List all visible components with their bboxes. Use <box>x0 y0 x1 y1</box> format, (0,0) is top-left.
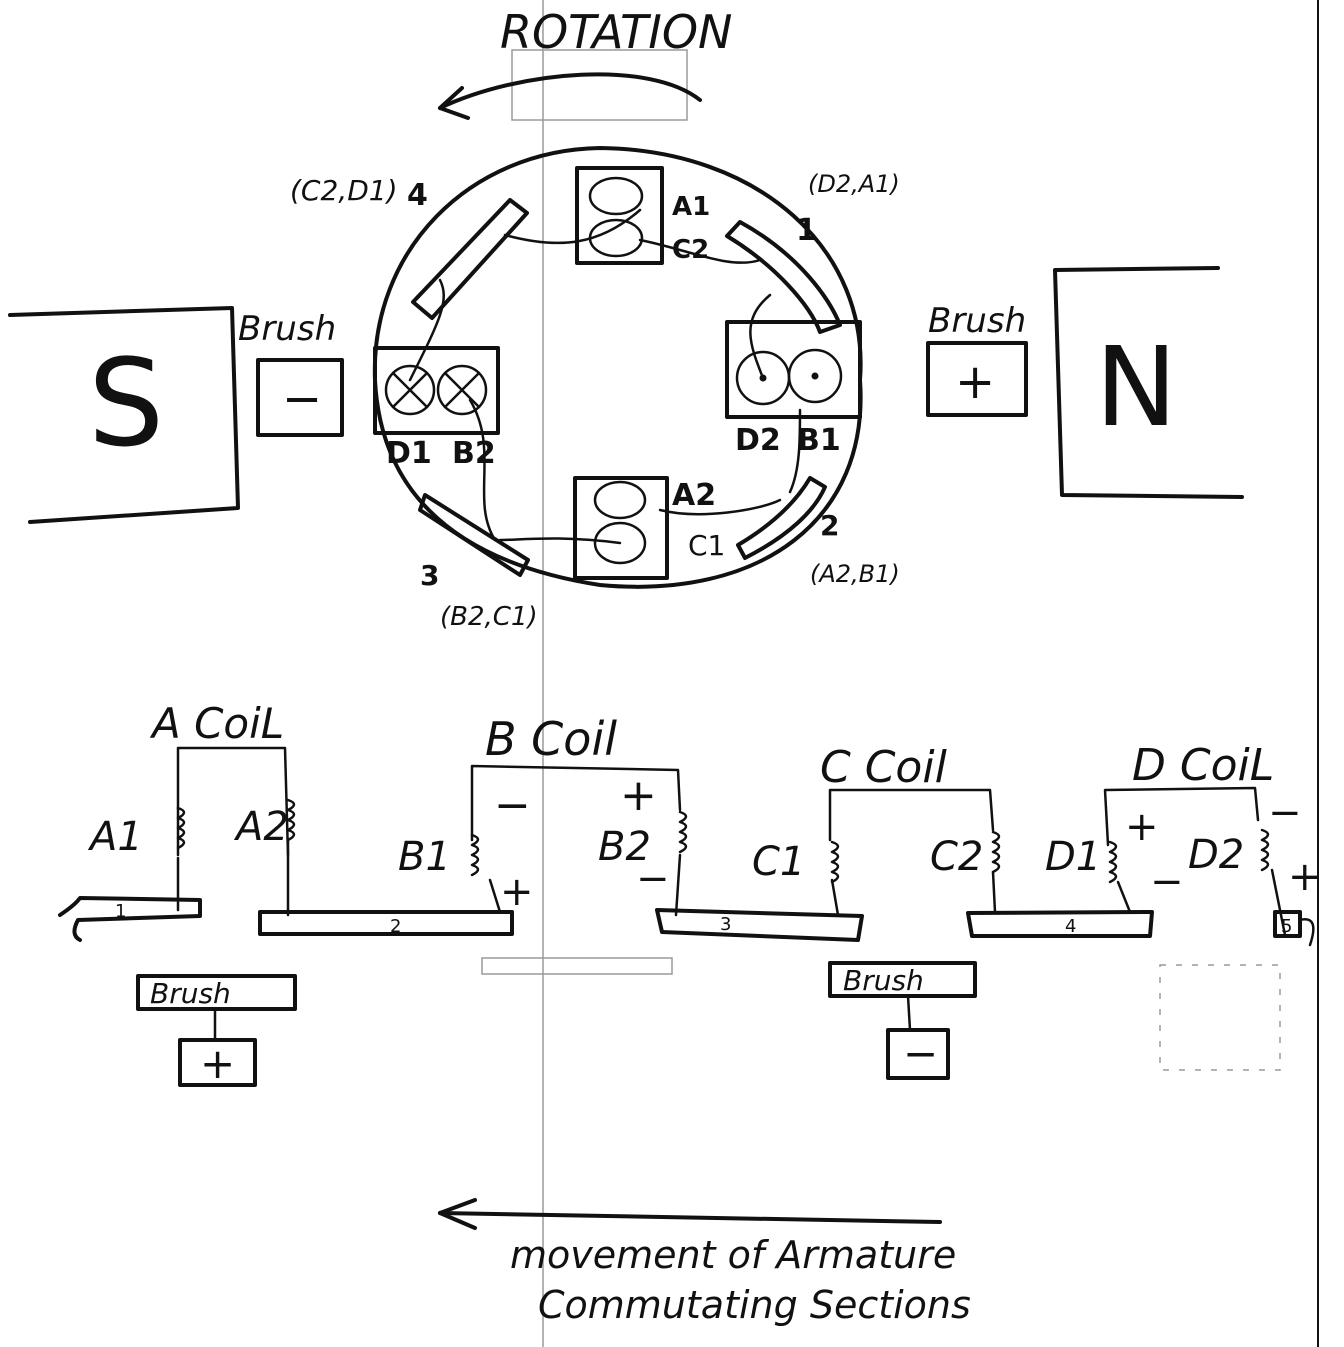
slot-label: B1 <box>797 423 841 458</box>
segment-number: 3 <box>420 559 439 592</box>
coil-right-sign: − <box>1268 790 1302 836</box>
coil-right-label: D2 <box>1188 832 1244 878</box>
slot-label: A2 <box>672 478 716 513</box>
segment-pair: (C2,D1) <box>290 174 398 207</box>
south-magnet-label: S <box>88 335 164 474</box>
coil-left-label: C1 <box>752 839 805 885</box>
slot-label: D2 <box>735 423 781 458</box>
coil-right-bottom-sign: − <box>636 856 670 902</box>
north-magnet: N <box>1055 268 1242 497</box>
segment-bar-1 <box>727 222 840 332</box>
bar-number: 2 <box>390 916 401 937</box>
coil-title: D CoiL <box>1132 740 1274 791</box>
bar-4 <box>968 912 1152 936</box>
coil-title: C Coil <box>820 742 948 793</box>
brush-negative-top: Brush − <box>238 309 342 435</box>
coil-b: B Coil B1 B2 − + + − <box>398 712 686 915</box>
coil-left-label: D1 <box>1045 834 1101 880</box>
coil-d: D CoiL D1 D2 + − − + <box>1045 740 1322 935</box>
brush-positive-bottom: Brush + <box>138 976 295 1088</box>
north-magnet-label: N <box>1095 323 1177 451</box>
brush-positive-top: Brush + <box>928 301 1026 415</box>
commutator-ring: A1 C2 D2 B1 A2 C1 D1 B2 <box>375 148 861 587</box>
brush-negative-bottom: Brush − <box>830 963 975 1078</box>
bar-3 <box>657 910 862 940</box>
slot-label: D1 <box>386 436 432 471</box>
brush-label: Brush <box>928 301 1026 341</box>
segment-number: 2 <box>820 509 839 542</box>
coil-left-bottom-sign: − <box>1150 859 1184 905</box>
rotation-label: ROTATION <box>500 5 732 59</box>
bar-number: 3 <box>720 914 731 935</box>
slot-label: A1 <box>672 192 710 222</box>
movement-arrow <box>440 1213 940 1222</box>
brush-sign: + <box>955 354 995 410</box>
caption-line-1: movement of Armature <box>510 1233 956 1277</box>
coil-right-label: C2 <box>930 834 983 880</box>
brush-sign: + <box>200 1039 235 1088</box>
coil-a: A CoiL A1 A2 <box>87 699 294 915</box>
slot-bottom: A2 C1 <box>575 478 725 578</box>
commutator-bars: 1 2 3 4 5 <box>60 898 1313 945</box>
bar-2 <box>260 912 512 934</box>
coil-c: C Coil C1 C2 <box>752 742 999 915</box>
slot-top: A1 C2 <box>577 168 710 265</box>
coil-right-label: A2 <box>233 804 289 850</box>
rotation-box <box>512 50 687 120</box>
segment-pair: (D2,A1) <box>808 170 900 198</box>
segment-number: 1 <box>796 213 817 248</box>
rotation-indicator: ROTATION <box>440 5 732 120</box>
coil-left-label: B1 <box>398 834 451 880</box>
coil-right-sign: + <box>620 770 657 821</box>
slot-right: D2 B1 <box>727 322 860 458</box>
brush-label: Brush <box>150 977 231 1010</box>
bar-number: 4 <box>1065 916 1076 937</box>
south-magnet: S <box>10 308 238 522</box>
coil-left-sign: + <box>1125 804 1159 850</box>
bar-number: 1 <box>115 901 126 922</box>
segment-number: 4 <box>407 178 428 213</box>
coil-left-sign: − <box>494 780 531 831</box>
coil-title: B Coil <box>485 712 617 766</box>
slot-left: D1 B2 <box>375 348 498 471</box>
segment-bar-2 <box>738 478 825 558</box>
coil-title: A CoiL <box>149 699 284 748</box>
brush-label: Brush <box>843 964 924 997</box>
brush-sign: − <box>903 1029 938 1078</box>
segment-pair: (B2,C1) <box>440 602 538 632</box>
coil-left-bottom-sign: + <box>500 869 534 915</box>
brush-sign: − <box>282 371 322 427</box>
slot-label: B2 <box>452 436 496 471</box>
coil-right-bottom-sign: + <box>1288 854 1322 900</box>
caption-line-2: Commutating Sections <box>538 1283 971 1327</box>
segment-bar-4 <box>413 200 527 318</box>
coil-left-label: A1 <box>87 814 143 860</box>
slot-label: C1 <box>688 529 725 562</box>
segment-pair: (A2,B1) <box>810 560 900 588</box>
movement-caption: movement of Armature Commutating Section… <box>440 1200 971 1327</box>
brush-label: Brush <box>238 309 336 349</box>
bar-number: 5 <box>1281 916 1292 937</box>
rotation-arrow <box>440 74 700 108</box>
